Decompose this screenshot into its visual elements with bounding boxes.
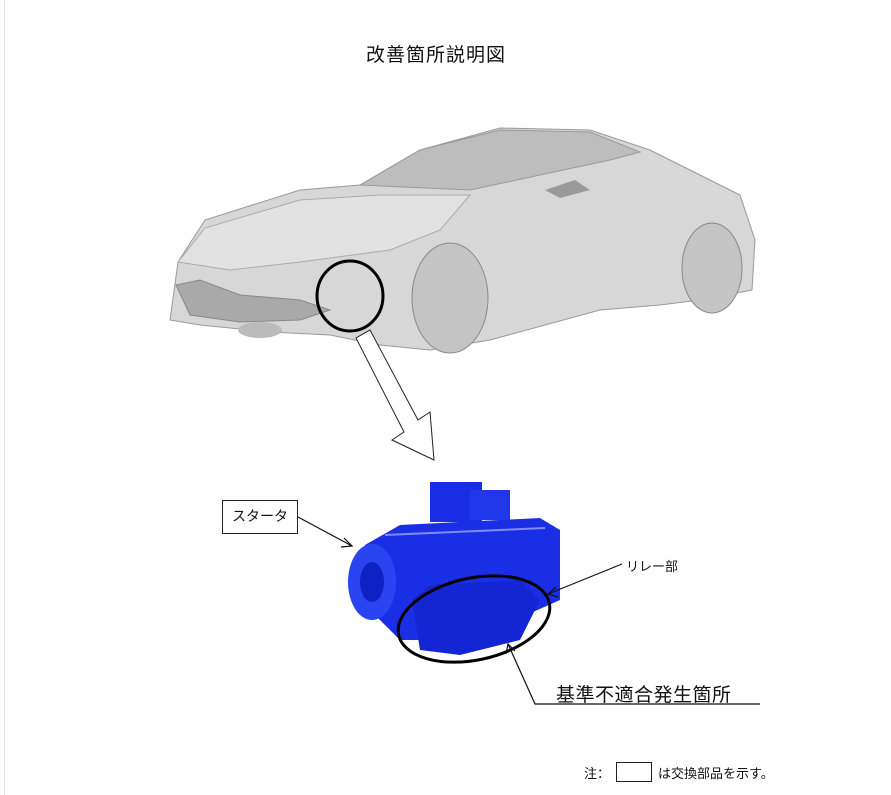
page-edge (4, 0, 5, 795)
replacement-part-legend-box (616, 762, 653, 782)
relay-leader-line (547, 563, 623, 595)
highlight-ellipse-relay (396, 574, 552, 664)
note-prefix: 注： (584, 766, 611, 782)
note-suffix: は交換部品を示す。 (658, 766, 774, 782)
highlight-circle-car (315, 259, 385, 333)
defect-location-label: 基準不適合発生箇所 (556, 684, 732, 706)
note: 注： は交換部品を示す。 (584, 762, 774, 782)
relay-label: リレー部 (626, 560, 679, 575)
starter-leader-line (297, 516, 353, 547)
car-illustration (169, 127, 756, 354)
starter-label: スタータ (222, 500, 298, 534)
defect-leader-line (507, 643, 760, 705)
starter-illustration (348, 482, 560, 664)
page-title: 改善箇所説明図 (366, 44, 507, 66)
zoom-arrow (355, 329, 435, 461)
